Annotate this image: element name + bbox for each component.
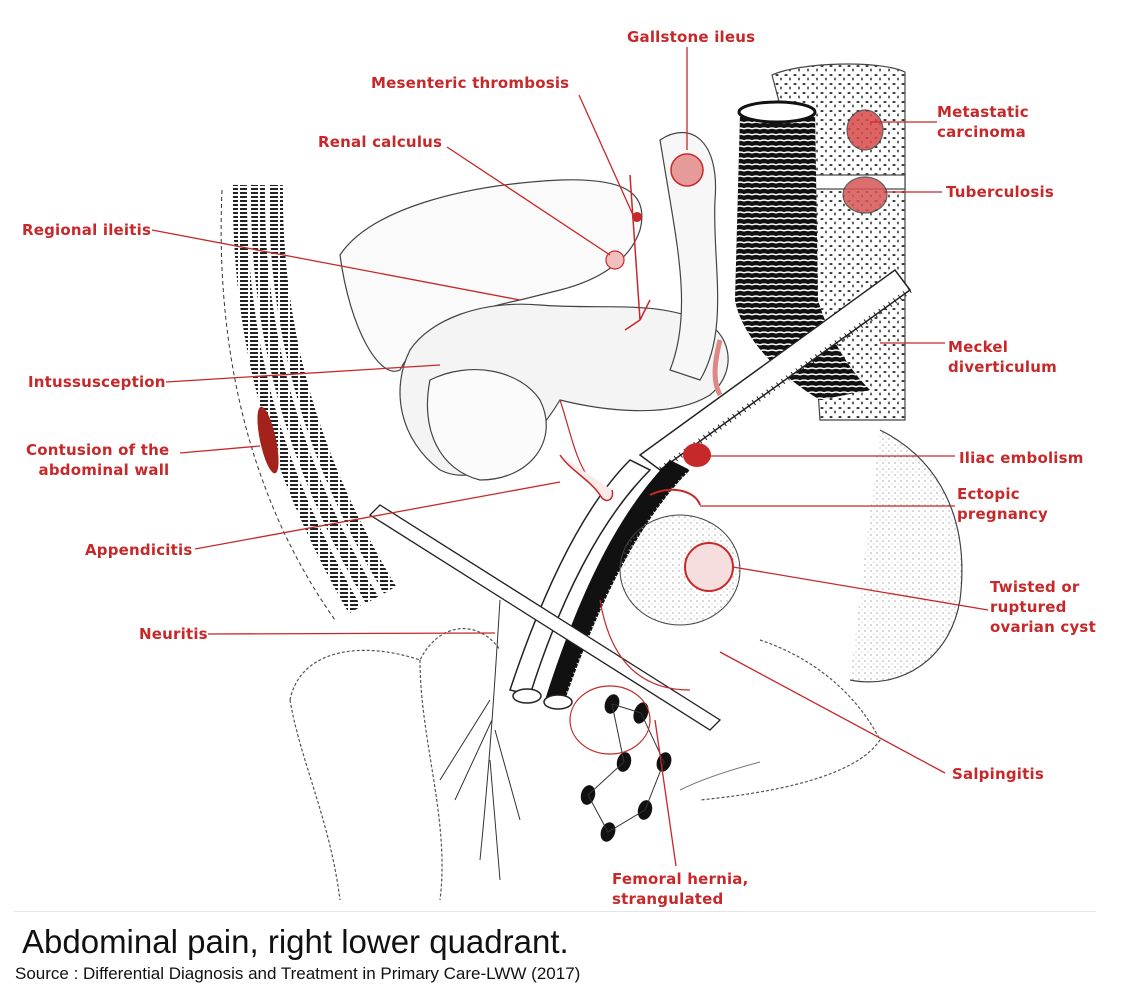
label-ovarian-cyst: Twisted or ruptured ovarian cyst [990,577,1096,637]
figure-source: Source : Differential Diagnosis and Trea… [15,964,581,983]
label-appendicitis: Appendicitis [85,541,193,559]
illustration-svg [151,47,989,901]
label-line: Meckel [948,338,1009,356]
embolism-mark [683,443,711,467]
label-metastatic-carcinoma: Metastatic carcinoma [937,102,1029,142]
label-mesenteric-thrombosis: Mesenteric thrombosis [371,74,570,92]
mesenteric-vessel [624,174,651,331]
meckel-diverticulum [712,339,723,397]
label-neuritis: Neuritis [139,625,208,643]
label-line: ovarian cyst [990,618,1096,636]
label-renal-calculus: Renal calculus [318,133,443,151]
ovarian-cyst [684,542,734,592]
label-intussusception: Intussusception [28,373,166,391]
ovary [599,488,741,691]
label-line: Twisted or [990,578,1080,596]
label-line: abdominal wall [38,461,170,479]
label-line: Femoral hernia, [612,870,749,888]
label-salpingitis: Salpingitis [952,765,1044,783]
contusion-mark [257,406,279,474]
label-ectopic-pregnancy: Ectopic pregnancy [957,484,1048,524]
label-regional-ileitis: Regional ileitis [22,221,152,239]
vena-cava [735,100,870,400]
label-line: strangulated [612,890,724,908]
metastatic-lesion [846,109,884,151]
gallstone [670,153,704,187]
label-femoral-hernia: Femoral hernia, strangulated [612,869,749,909]
pelvis-femur [289,628,881,901]
leader-lines [151,47,989,867]
artist-signature [679,761,761,791]
abdominal-wall [220,184,397,621]
label-line: Contusion of the [26,441,170,459]
label-contusion-abdominal-wall: Contusion of the abdominal wall [26,440,169,480]
figure-caption: Abdominal pain, right lower quadrant. [22,923,569,960]
label-gallstone-ileus: Gallstone ileus [627,28,756,46]
iliac-artery [638,268,912,473]
appendix [559,454,614,502]
lymph-nodes [569,685,672,842]
label-meckel-diverticulum: Meckel diverticulum [948,337,1057,377]
label-line: ruptured [990,598,1067,616]
anatomical-illustration: Gallstone ileus Mesenteric thrombosis Re… [22,28,1096,909]
inguinal-ligament [368,504,722,731]
label-line: pregnancy [957,505,1048,523]
caption-divider [14,911,1096,912]
label-tuberculosis: Tuberculosis [946,183,1054,201]
renal-calculus [605,250,625,270]
label-line: Metastatic [937,103,1029,121]
ectopic-mark [649,488,701,506]
label-line: Ectopic [957,485,1020,503]
tuberculosis-lesion [842,176,888,214]
femoral-nerve [439,599,521,881]
intestines [339,131,729,496]
label-iliac-embolism: Iliac embolism [959,449,1084,467]
label-line: diverticulum [948,358,1057,376]
label-line: carcinoma [937,123,1026,141]
